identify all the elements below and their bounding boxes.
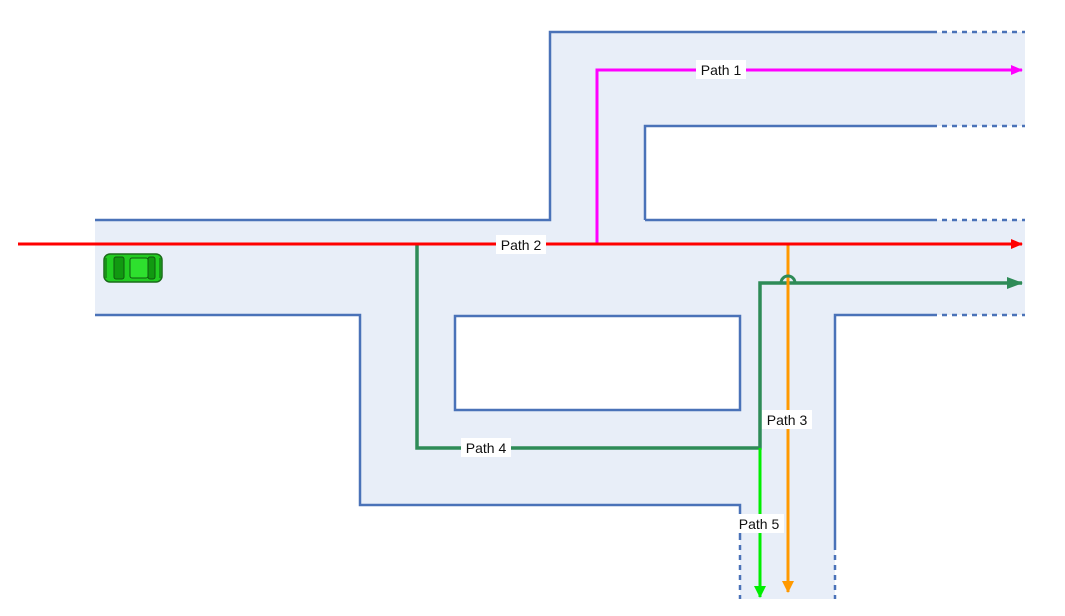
label-path-4: Path 4 (461, 438, 511, 457)
label-path-3: Path 3 (762, 410, 812, 429)
label-path-4-text: Path 4 (466, 440, 507, 456)
inner-block (453, 314, 742, 412)
label-path-1: Path 1 (696, 60, 746, 79)
label-path-2-text: Path 2 (501, 237, 542, 253)
label-path-5: Path 5 (734, 514, 784, 533)
road-open-ends (738, 30, 1025, 599)
label-path-5-text: Path 5 (739, 516, 780, 532)
car-icon (103, 253, 163, 283)
label-path-1-text: Path 1 (701, 62, 742, 78)
path-3-crossing-hop (779, 274, 797, 284)
label-path-2: Path 2 (496, 235, 546, 254)
label-path-3-text: Path 3 (767, 412, 808, 428)
path-1-line (595, 65, 1023, 244)
